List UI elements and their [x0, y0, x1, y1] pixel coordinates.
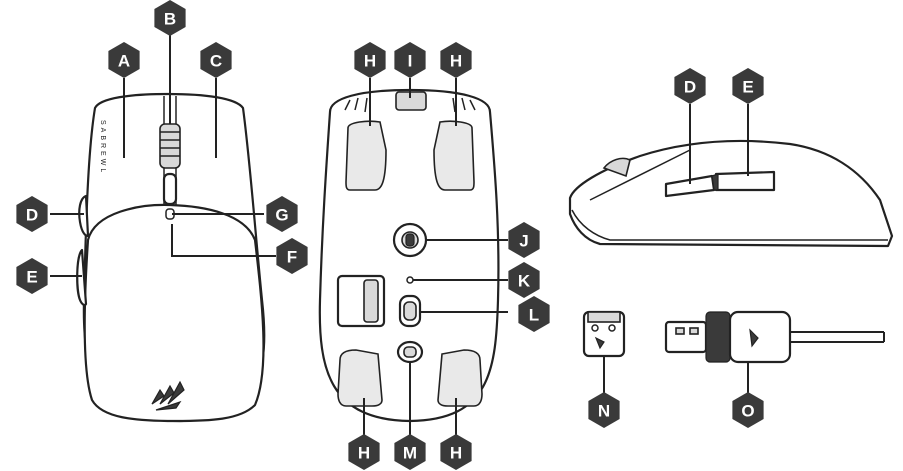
callout-k-11: K [508, 262, 540, 298]
callout-hexagon [108, 42, 140, 78]
callout-label: D [684, 78, 696, 97]
side-view-button-e [714, 170, 776, 192]
callout-d-3: D [16, 196, 48, 232]
callout-label: J [519, 232, 528, 251]
glide-pad-bottom-right [437, 349, 483, 407]
callout-hexagon [266, 196, 298, 232]
callout-label: E [742, 78, 753, 97]
mouse-bottom-view [318, 88, 500, 423]
callout-label: O [741, 402, 754, 421]
glide-pad-bottom-left [337, 349, 383, 407]
callout-hexagon [154, 0, 186, 36]
callout-label: I [408, 52, 413, 71]
callout-a-0: A [108, 42, 140, 78]
callout-c-2: C [200, 42, 232, 78]
side-text: SABREWL [99, 120, 106, 175]
callout-hexagon [348, 434, 380, 470]
scroll-wheel [159, 123, 181, 169]
callout-h-9: H [440, 42, 472, 78]
callout-label: F [287, 248, 297, 267]
callout-f-5: F [276, 238, 308, 274]
callouts: A B C D E F G H I H J KL H M H D E N O [16, 0, 764, 470]
callout-m-14: M [394, 434, 426, 470]
callout-hexagon [518, 296, 550, 332]
callout-hexagon [394, 42, 426, 78]
usb-cable [664, 310, 885, 364]
callout-label: L [529, 306, 539, 325]
callout-label: A [118, 52, 130, 71]
callout-hexagon [440, 434, 472, 470]
callout-hexagon [354, 42, 386, 78]
callout-label: M [403, 444, 417, 463]
mouse-top-view: SABREWL [76, 92, 266, 423]
callout-label: N [598, 402, 610, 421]
side-button-forward [78, 194, 90, 238]
callout-label: H [358, 444, 370, 463]
callout-j-10: J [508, 222, 540, 258]
callout-hexagon [674, 68, 706, 104]
callout-label: H [364, 52, 376, 71]
cable-connector-housing [728, 310, 792, 364]
callout-hexagon [16, 196, 48, 232]
callout-h-13: H [348, 434, 380, 470]
callout-g-6: G [266, 196, 298, 232]
leader-lines [50, 34, 749, 440]
callout-hexagon [16, 258, 48, 294]
callout-hexagon [508, 222, 540, 258]
callout-label: K [518, 272, 531, 291]
callout-e-17: E [732, 68, 764, 104]
callout-hexagon [200, 42, 232, 78]
callout-label: E [26, 268, 37, 287]
callout-hexagon [394, 434, 426, 470]
callout-h-15: H [440, 434, 472, 470]
usb-dongle [582, 310, 626, 358]
sails-logo [151, 380, 185, 411]
mouse-side-view [568, 139, 894, 248]
callout-label: G [275, 206, 288, 225]
callout-label: D [26, 206, 38, 225]
callout-label: B [164, 10, 176, 29]
side-button-back [76, 248, 88, 307]
callout-b-1: B [154, 0, 186, 36]
callout-label: C [210, 52, 222, 71]
callout-hexagon [440, 42, 472, 78]
glide-pad-top-left [345, 120, 387, 191]
callout-d-16: D [674, 68, 706, 104]
callout-o-19: O [732, 392, 764, 428]
callout-i-8: I [394, 42, 426, 78]
cable-grip [705, 311, 731, 363]
callout-h-7: H [354, 42, 386, 78]
callout-label: H [450, 444, 462, 463]
callout-e-4: E [16, 258, 48, 294]
callout-n-18: N [588, 392, 620, 428]
callout-label: H [450, 52, 462, 71]
callout-hexagon [588, 392, 620, 428]
callout-hexagon [732, 392, 764, 428]
callout-hexagon [732, 68, 764, 104]
callout-hexagon [508, 262, 540, 298]
callout-l-12: L [518, 296, 550, 332]
glide-pad-top-right [433, 120, 475, 191]
callout-hexagon [276, 238, 308, 274]
